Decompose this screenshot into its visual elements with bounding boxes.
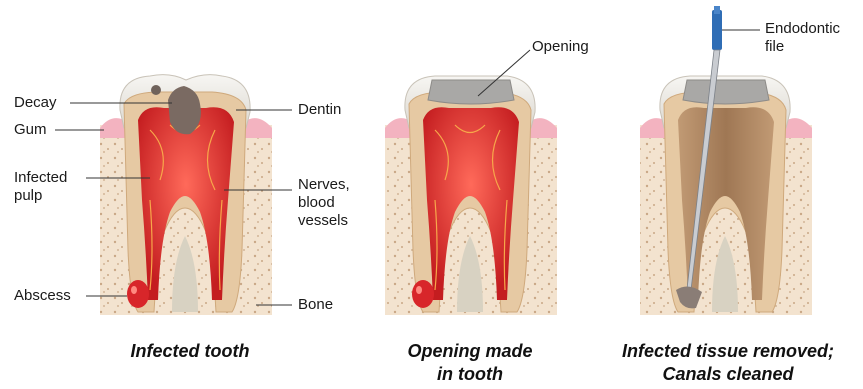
abscess: [412, 280, 434, 308]
file-handle-top: [714, 6, 720, 14]
opening: [428, 80, 514, 104]
opening: [683, 80, 769, 104]
abscess: [127, 280, 149, 308]
abscess-highlight: [416, 286, 422, 294]
abscess-highlight: [131, 286, 137, 294]
label-infected-pulp: Infected pulp: [14, 169, 67, 205]
label-nerves: Nerves, blood vessels: [298, 176, 350, 230]
label-decay: Decay: [14, 94, 57, 112]
decay-fleck: [151, 85, 161, 95]
label-endodontic-file: Endodontic file: [765, 20, 840, 56]
panel-opening-made: [385, 50, 557, 315]
file-handle: [712, 10, 722, 50]
label-bone: Bone: [298, 296, 333, 314]
label-gum: Gum: [14, 121, 47, 139]
caption-opening-made: Opening made in tooth: [370, 340, 570, 386]
label-dentin: Dentin: [298, 101, 341, 119]
label-abscess: Abscess: [14, 287, 71, 305]
caption-infected-tooth: Infected tooth: [90, 340, 290, 363]
panel-infected-tooth: [55, 75, 292, 315]
caption-canals-cleaned: Infected tissue removed; Canals cleaned: [600, 340, 856, 386]
label-opening: Opening: [532, 38, 589, 56]
